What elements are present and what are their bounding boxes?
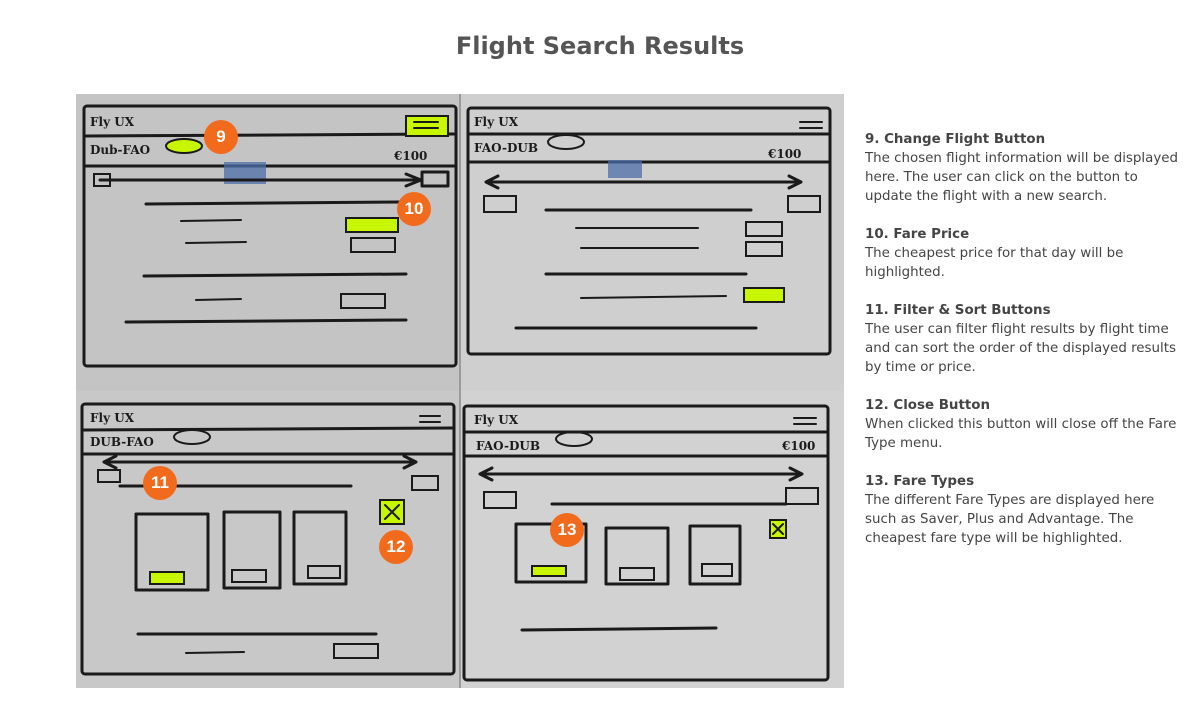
note-body: When clicked this button will close off … bbox=[865, 417, 1177, 451]
sketch-route: Dub-FAO bbox=[90, 143, 150, 157]
sketch-search-results-2: Fly UX FAO-DUB €100 bbox=[466, 106, 832, 356]
note-title: 13. Fare Types bbox=[865, 474, 975, 489]
note-title: 10. Fare Price bbox=[865, 227, 970, 242]
note-body: The different Fare Types are displayed h… bbox=[865, 493, 1155, 546]
marker-9: 9 bbox=[204, 120, 238, 154]
note-fare-types: 13. Fare Types The different Fare Types … bbox=[865, 472, 1185, 548]
sketch-fare-types-1: Fly UX DUB-FAO bbox=[80, 402, 456, 676]
sketch-price: €100 bbox=[767, 147, 801, 161]
sketch-drawing: Fly UX Dub-FAO €100 Fly UX bbox=[76, 94, 844, 688]
wireframe-sketches: Fly UX Dub-FAO €100 Fly UX bbox=[76, 94, 844, 688]
marker-13: 13 bbox=[550, 513, 584, 547]
note-change-flight: 9. Change Flight Button The chosen fligh… bbox=[865, 130, 1185, 206]
note-body: The cheapest price for that day will be … bbox=[865, 246, 1124, 280]
note-title: 9. Change Flight Button bbox=[865, 132, 1046, 147]
note-body: The user can filter flight results by fl… bbox=[865, 322, 1176, 375]
sketch-price: €100 bbox=[393, 149, 427, 163]
page-title: Flight Search Results bbox=[455, 32, 745, 60]
sketch-search-results-1: Fly UX Dub-FAO €100 bbox=[82, 104, 458, 368]
note-title: 12. Close Button bbox=[865, 398, 990, 413]
sketch-logo: Fly UX bbox=[90, 411, 135, 425]
annotation-notes: 9. Change Flight Button The chosen fligh… bbox=[865, 130, 1185, 567]
marker-11: 11 bbox=[143, 466, 177, 500]
note-filter-sort: 11. Filter & Sort Buttons The user can f… bbox=[865, 301, 1185, 377]
sketch-logo: Fly UX bbox=[474, 115, 519, 129]
sketch-logo: Fly UX bbox=[474, 413, 519, 427]
sketch-route: FAO-DUB bbox=[474, 141, 538, 155]
note-body: The chosen flight information will be di… bbox=[865, 151, 1178, 204]
sketch-route: DUB-FAO bbox=[90, 435, 154, 449]
sketch-logo: Fly UX bbox=[90, 115, 135, 129]
sketch-route: FAO-DUB bbox=[476, 439, 540, 453]
sketch-price: €100 bbox=[781, 439, 815, 453]
marker-10: 10 bbox=[397, 192, 431, 226]
note-title: 11. Filter & Sort Buttons bbox=[865, 303, 1051, 318]
note-close-button: 12. Close Button When clicked this butto… bbox=[865, 396, 1185, 453]
marker-12: 12 bbox=[379, 530, 413, 564]
note-fare-price: 10. Fare Price The cheapest price for th… bbox=[865, 225, 1185, 282]
sketch-fare-types-2: Fly UX FAO-DUB €100 bbox=[462, 404, 830, 682]
